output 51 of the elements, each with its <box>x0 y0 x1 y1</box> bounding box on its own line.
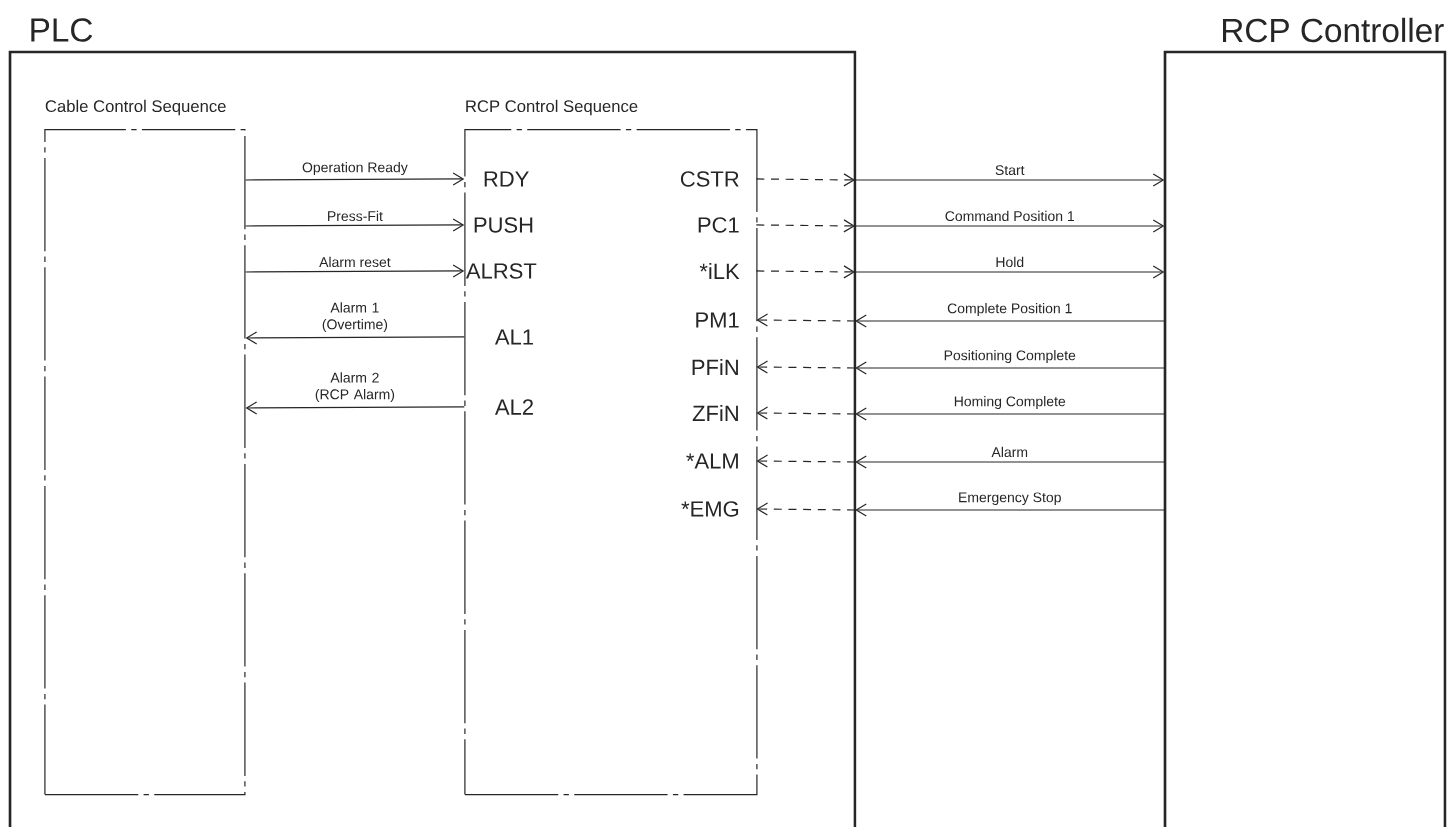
edge-label: Positioning Complete <box>944 350 1076 364</box>
edge-label: Alarm 2 (RCP Alarm) <box>315 372 395 403</box>
edge-label: Hold <box>996 256 1024 268</box>
arrow <box>756 406 856 420</box>
arrow <box>854 219 1165 233</box>
arrow <box>756 313 856 327</box>
node-label: RCP Control Sequence <box>466 99 638 116</box>
arrow <box>855 455 1165 469</box>
signal-name: *iLK <box>699 263 740 279</box>
signal-name: *EMG <box>681 501 739 517</box>
arrow <box>756 454 856 468</box>
edge-label: Homing Complete <box>954 396 1066 410</box>
signal-name: AL2 <box>494 399 533 415</box>
sequence-box: Cable Control Sequence <box>44 99 246 796</box>
node-label: Cable Control Sequence <box>45 99 226 116</box>
arrow <box>855 361 1165 375</box>
edge-label: Press-Fit <box>328 210 383 222</box>
arrow <box>855 407 1165 421</box>
signal-name: ZFiN <box>692 405 738 421</box>
arrow <box>244 172 465 186</box>
signal-name: PC1 <box>698 217 739 233</box>
signal-name: CSTR <box>680 171 739 187</box>
signal-name: *ALM <box>686 453 738 469</box>
edge-label: Emergency Stop <box>959 492 1061 506</box>
arrow <box>755 265 856 279</box>
arrow <box>854 173 1165 187</box>
arrow <box>244 264 465 278</box>
arrow <box>755 219 856 233</box>
arrow <box>756 360 856 374</box>
signal-name: RDY <box>484 171 529 187</box>
edge-label: Alarm reset <box>319 256 391 268</box>
edge-label: Alarm <box>991 446 1028 458</box>
arrow <box>756 502 856 516</box>
edge-label: Start <box>995 165 1025 176</box>
arrow <box>755 173 856 187</box>
signal-name: PM1 <box>696 312 739 328</box>
signal-name: PUSH <box>474 217 533 233</box>
signal-name: PFiN <box>692 359 738 375</box>
arrow <box>854 265 1165 279</box>
signal-name: AL1 <box>494 329 533 345</box>
edge-label: Operation Ready <box>302 162 408 176</box>
arrow <box>245 331 465 345</box>
edge-label: Alarm 1 (Overtime) <box>322 302 388 333</box>
arrow <box>855 503 1165 517</box>
arrow <box>245 401 465 415</box>
edge-label: Complete Position 1 <box>947 303 1072 317</box>
edge-label: Command Position 1 <box>945 210 1074 222</box>
signal-name: ALRST <box>465 263 537 279</box>
arrow <box>244 218 465 232</box>
arrow <box>855 314 1165 328</box>
system-box: RCP Controller <box>1163 17 1447 827</box>
